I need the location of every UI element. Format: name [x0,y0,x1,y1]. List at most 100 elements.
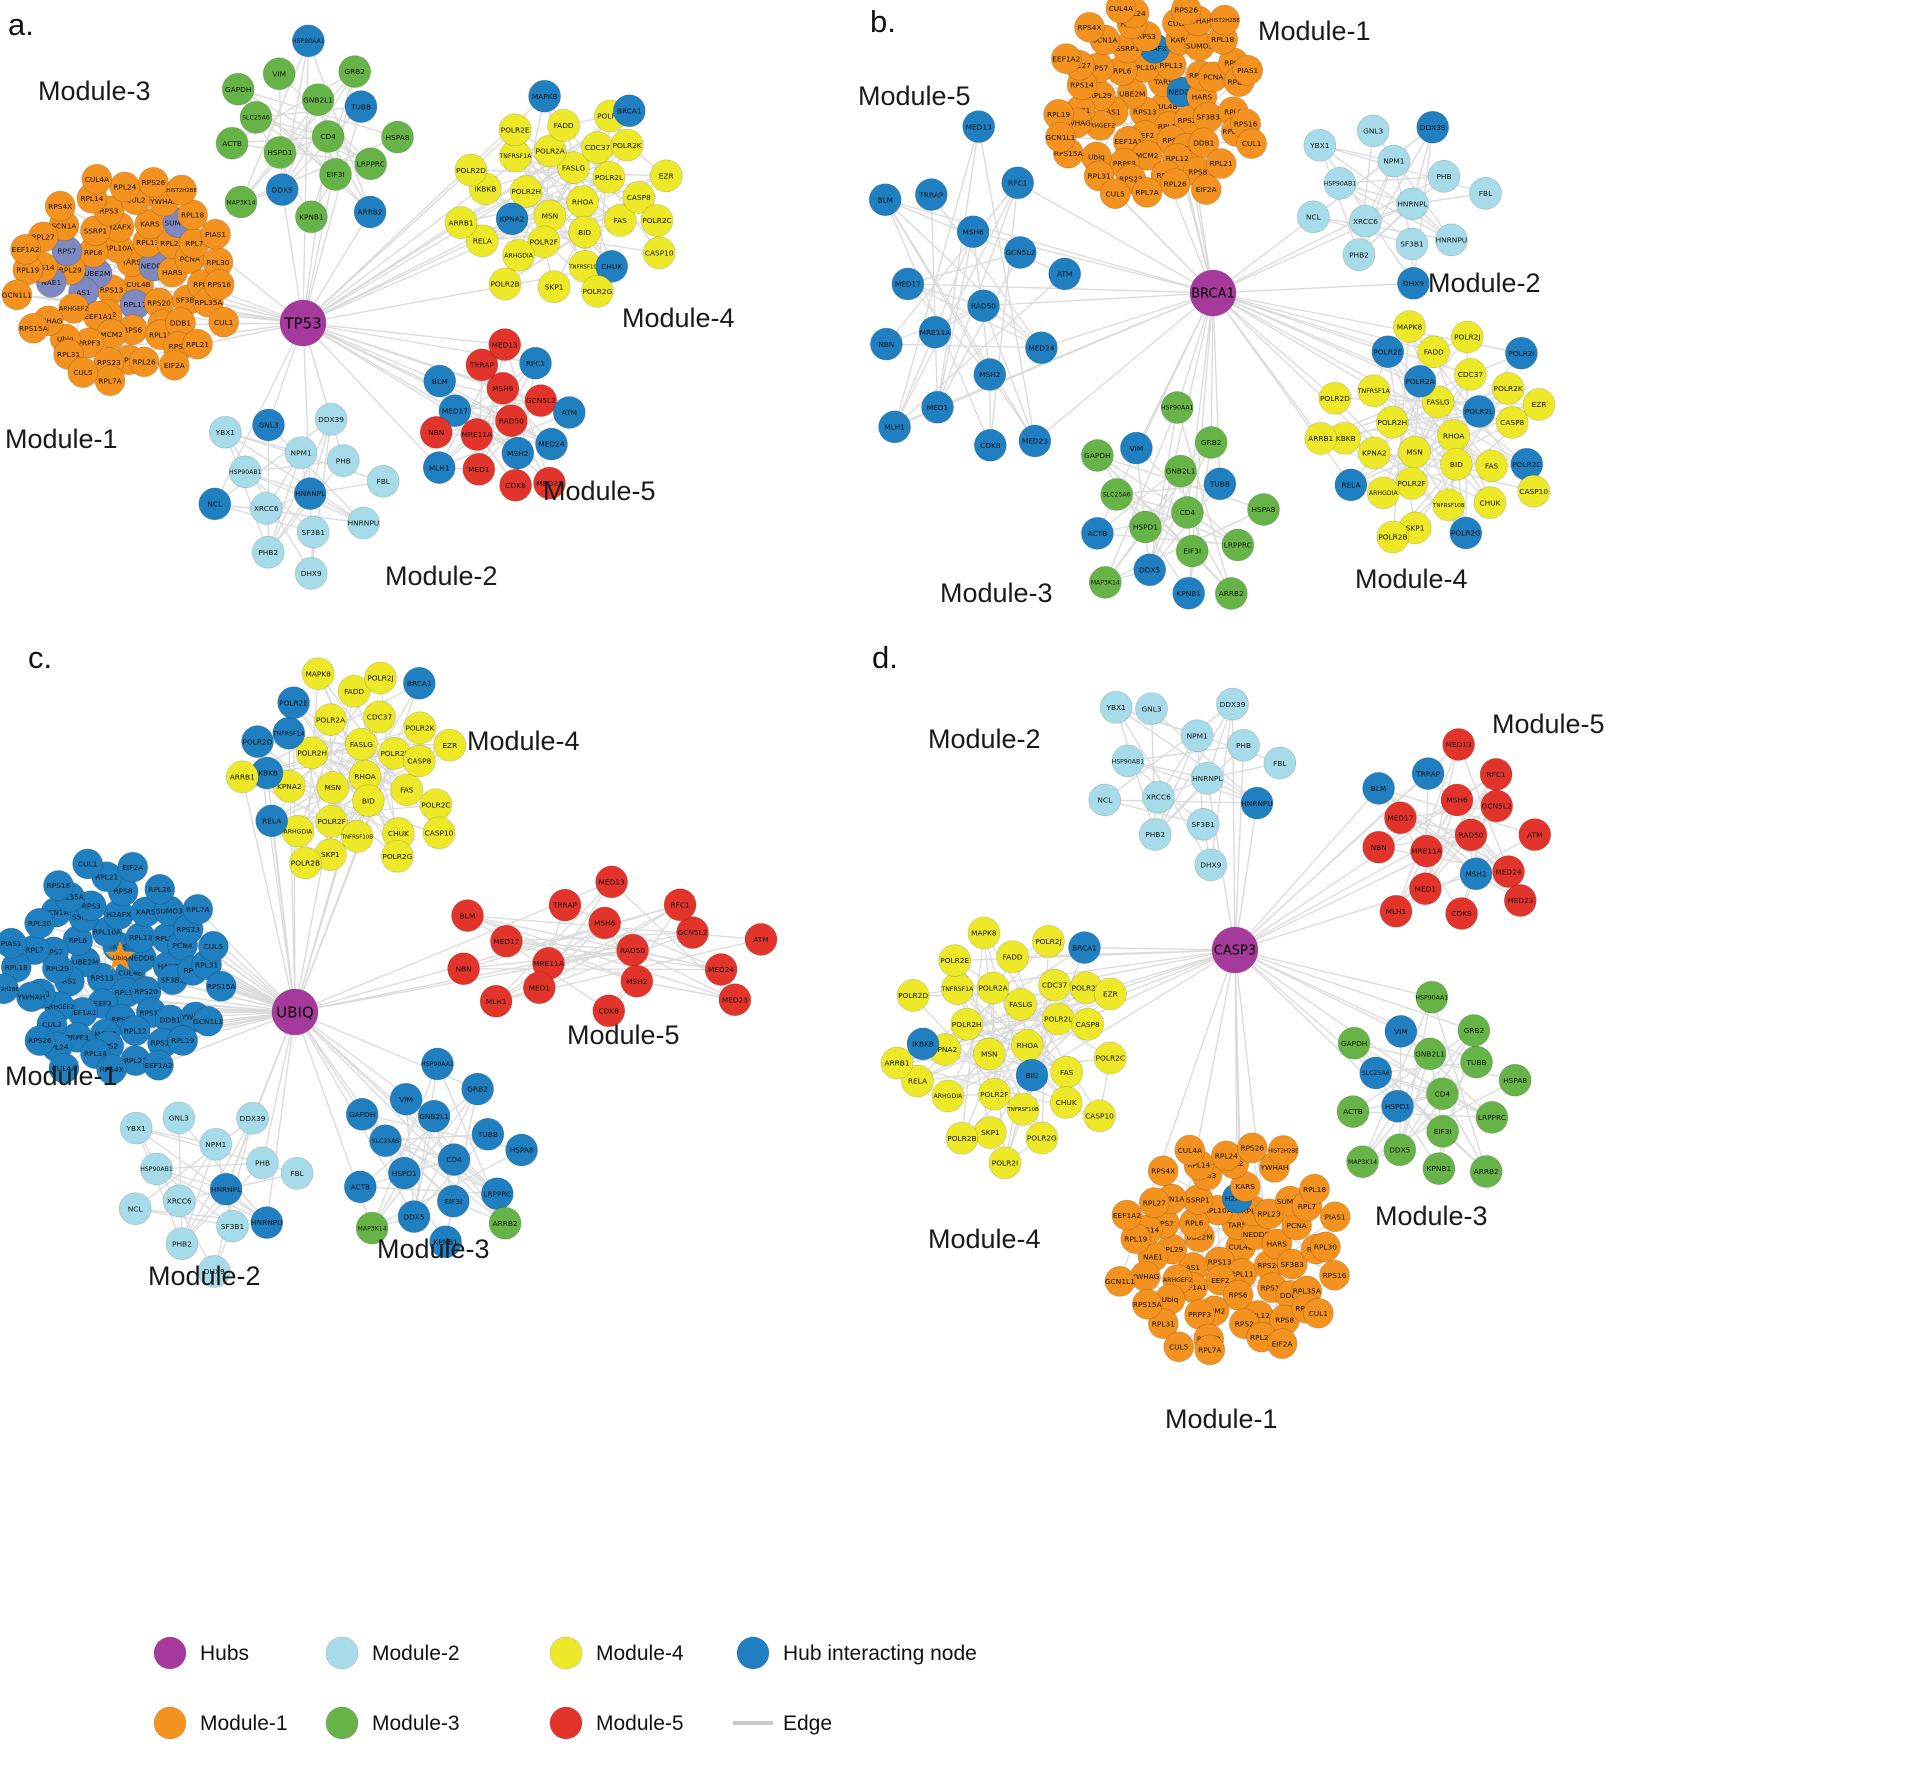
node-PHB[interactable]: PHB [1427,160,1461,193]
node-CUL1[interactable]: CUL1 [72,848,103,880]
node-HSPA8[interactable]: HSPA8 [1247,493,1280,526]
node-LRPPRC[interactable]: LRPPRC [354,147,388,181]
node-MSH6[interactable]: MSH6 [1440,783,1474,817]
node-POLR2C[interactable]: POLR2C [419,788,453,822]
node-POLR2F[interactable]: POLR2F [527,225,561,259]
node-HNRNPL[interactable]: HNRNPL [209,1172,243,1206]
node-CHUK[interactable]: CHUK [595,250,629,283]
node-YWHAH[interactable]: YWHAH [16,981,47,1013]
node-MSH2[interactable]: MSH2 [1459,857,1493,891]
node-RPL26[interactable]: RPL26 [1159,168,1191,200]
node-LRPPRC[interactable]: LRPPRC [1221,528,1255,562]
node-ACTB[interactable]: ACTB [215,126,249,160]
node-MRE11A[interactable]: MRE11A [918,315,952,349]
node-POLR2D[interactable]: POLR2D [454,153,488,187]
node-CDC37[interactable]: CDC37 [1038,968,1071,1002]
node-CASP8[interactable]: CASP8 [1071,1007,1105,1041]
node-GNL3[interactable]: GNL3 [252,408,285,442]
node-NBN[interactable]: NBN [447,952,480,986]
node-POLR2I[interactable]: POLR2I [988,1146,1022,1180]
node-RPS4X[interactable]: RPS4X [96,1054,127,1085]
node-FAS[interactable]: FAS [603,204,637,237]
node-LRPPRC[interactable]: LRPPRC [1475,1101,1509,1134]
node-HIST2H2BE[interactable]: HIST2H2BE [1209,4,1240,36]
node-POLR2J[interactable]: POLR2J [1032,924,1065,958]
node-EZR[interactable]: EZR [433,728,467,762]
node-GNL3[interactable]: GNL3 [162,1101,196,1135]
node-ARHGDIA[interactable]: ARHGDIA [502,238,535,272]
node-POLR2A[interactable]: POLR2A [314,703,347,736]
node-MED1[interactable]: MED1 [1409,872,1442,906]
node-EIF3I[interactable]: EIF3I [436,1184,470,1218]
node-ARHGEF2[interactable]: ARHGEF2 [58,293,90,324]
node-RPS26[interactable]: RPS26 [24,1025,56,1056]
node-SF3B1[interactable]: SF3B1 [216,1209,249,1243]
node-POLR2L[interactable]: POLR2L [592,160,626,194]
node-NCL[interactable]: NCL [1088,783,1122,817]
node-SLC25A6[interactable]: SLC25A6 [1100,478,1134,511]
node-PHB2[interactable]: PHB2 [1138,818,1172,851]
node-GCN1L1[interactable]: GCN1L1 [1045,122,1076,153]
node-ARRB2[interactable]: ARRB2 [488,1206,522,1240]
node-RELA[interactable]: RELA [901,1064,934,1098]
node-POLR2H[interactable]: POLR2H [1375,405,1409,439]
node-POLR2E[interactable]: POLR2E [1371,335,1405,369]
node-RPL7A[interactable]: RPL7A [182,894,214,925]
node-VIM[interactable]: VIM [1120,431,1153,465]
node-MAPK8[interactable]: MAPK8 [301,657,335,691]
node-CUL4A[interactable]: CUL4A [48,1052,80,1084]
node-NBN[interactable]: NBN [1362,830,1396,864]
node-IKBKB[interactable]: IKBKB [906,1027,940,1061]
node-MLH1[interactable]: MLH1 [422,451,456,484]
node-FAS[interactable]: FAS [1050,1055,1084,1089]
node-FAS[interactable]: FAS [1475,449,1508,483]
node-CDC37[interactable]: CDC37 [581,131,614,164]
node-BID[interactable]: BID [1015,1058,1049,1092]
node-MSH6[interactable]: MSH6 [486,371,520,405]
node-EEF1A2[interactable]: EEF1A2 [143,1049,174,1081]
node-MED1[interactable]: MED1 [462,452,496,486]
node-POLR2F[interactable]: POLR2F [1395,466,1428,500]
node-RPS16[interactable]: RPS16 [203,269,235,300]
node-MED13[interactable]: MED13 [1442,728,1475,761]
node-YBX1[interactable]: YBX1 [119,1111,153,1145]
node-PHB[interactable]: PHB [246,1146,279,1180]
node-POLR2A[interactable]: POLR2A [976,971,1010,1005]
node-XRCC6[interactable]: XRCC6 [249,492,283,525]
node-GAPDH[interactable]: GAPDH [345,1097,379,1131]
node-NBN[interactable]: NBN [419,416,453,449]
node-BLM[interactable]: BLM [451,899,484,932]
node-VIM[interactable]: VIM [389,1082,423,1116]
node-CDK8[interactable]: CDK8 [592,994,626,1028]
node-MSH6[interactable]: MSH6 [588,906,622,940]
node-HSPA8[interactable]: HSPA8 [1498,1063,1532,1097]
node-VIM[interactable]: VIM [262,57,296,91]
node-KPNA2[interactable]: KPNA2 [1357,436,1391,470]
node-CD4[interactable]: CD4 [311,120,345,153]
node-MED23[interactable]: MED23 [1503,884,1537,917]
node-HSPA8[interactable]: HSPA8 [505,1133,538,1167]
node-GRB2[interactable]: GRB2 [461,1072,494,1106]
node-TNFRSF10B[interactable]: TNFRSF10B [1006,1092,1040,1126]
node-TNFRSF1A[interactable]: TNFRSF1A [272,716,306,750]
node-HNRNPL[interactable]: HNRNPL [1396,187,1429,221]
node-POLR2K[interactable]: POLR2K [1491,372,1525,405]
node-HSPD1[interactable]: HSPD1 [1129,510,1162,544]
node-SKP1[interactable]: SKP1 [974,1116,1007,1149]
hub-TP53[interactable]: TP53 [279,299,327,347]
node-SF3B3[interactable]: SF3B3 [1276,1248,1308,1280]
node-NPM1[interactable]: NPM1 [284,436,318,470]
node-MAP3K14[interactable]: MAP3K14 [224,185,258,219]
node-YBX1[interactable]: YBX1 [208,415,242,449]
node-TRRAP[interactable]: TRRAP [914,178,948,211]
node-ACTB[interactable]: ACTB [1081,517,1114,550]
node-POLR2D[interactable]: POLR2D [1318,381,1352,415]
node-PIAS1[interactable]: PIAS1 [200,218,231,250]
node-MSN[interactable]: MSN [316,771,350,804]
node-FBL[interactable]: FBL [280,1156,314,1190]
node-FADD[interactable]: FADD [337,674,371,708]
node-CDK8[interactable]: CDK8 [973,428,1007,462]
node-YBX1[interactable]: YBX1 [1099,690,1133,724]
node-MAP3K14[interactable]: MAP3K14 [1088,566,1122,599]
node-SF3B1[interactable]: SF3B1 [296,515,330,549]
